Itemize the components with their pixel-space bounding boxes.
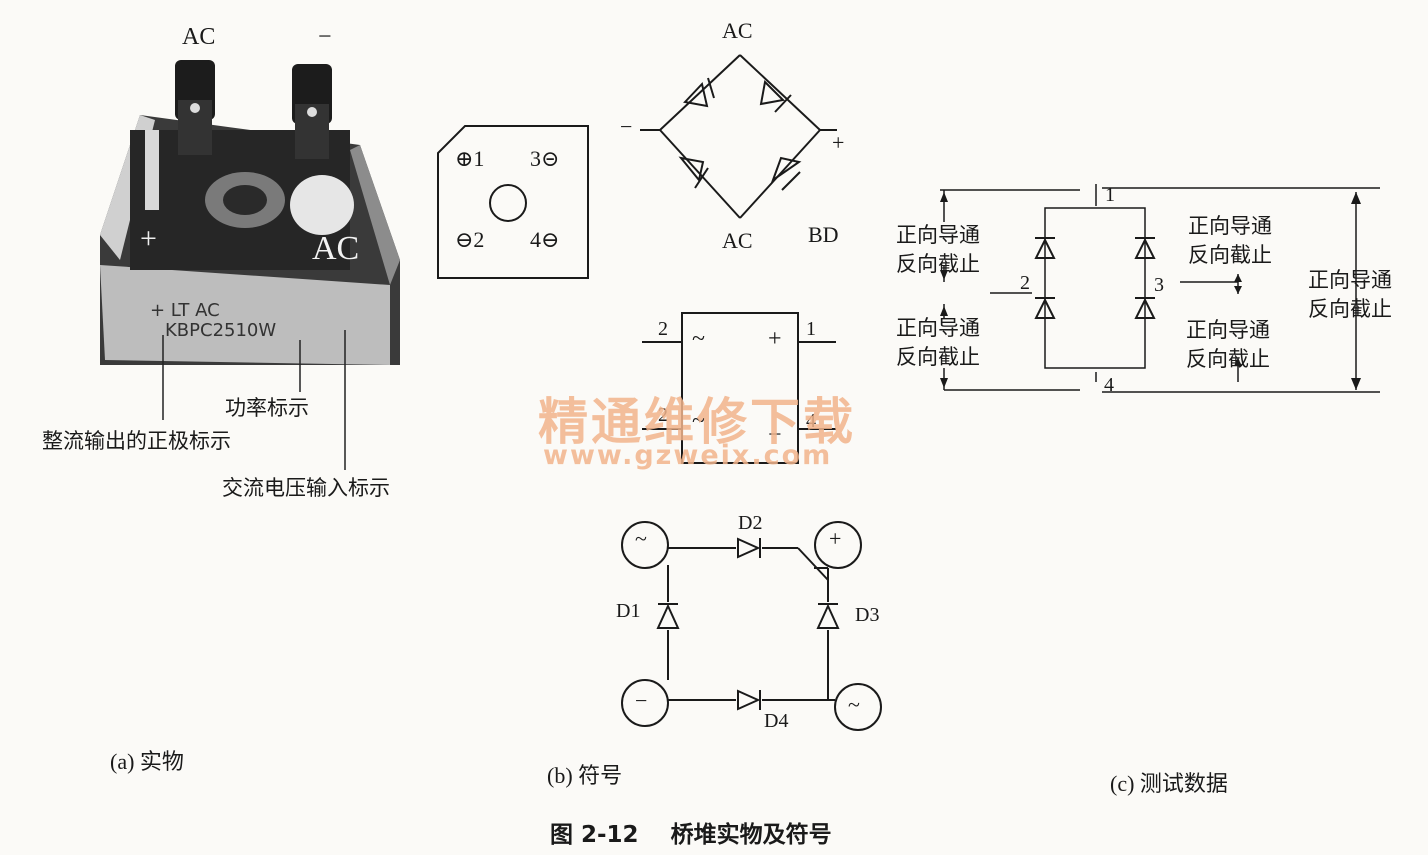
box-pin2-top: 2 <box>658 318 668 340</box>
test-left-top-forward: 正向导通 <box>896 223 980 247</box>
box-pin2-bottom: 2 <box>658 404 668 426</box>
circuit-d4: D4 <box>764 710 789 732</box>
bridge-minus: − <box>620 114 633 139</box>
caption-c: (c) 测试数据 <box>1110 771 1228 796</box>
test-pin4: 4 <box>1104 374 1114 396</box>
photo-plus-side-label: + <box>140 222 157 255</box>
test-pin3: 3 <box>1154 274 1164 296</box>
bridge-diamond-symbol <box>640 54 837 219</box>
watermark-url: www.gzweix.com <box>543 440 833 471</box>
box-pin4: 4 <box>806 410 816 432</box>
circuit-br-symbol: ~ <box>848 692 860 717</box>
circuit-d2: D2 <box>738 512 763 534</box>
test-pin2: 2 <box>1020 272 1030 294</box>
callout-positive-label: 整流输出的正极标示 <box>42 429 231 453</box>
box-pin1: 1 <box>806 318 816 340</box>
watermark-title: 精通维修下载 <box>538 393 856 451</box>
box-plus: + <box>768 326 782 352</box>
test-left-bottom-forward: 正向导通 <box>896 316 980 340</box>
circuit-tr-symbol: + <box>829 526 842 551</box>
bridge-name: BD <box>808 222 839 247</box>
bridge-plus: + <box>832 130 845 155</box>
test-left-bottom-reverse: 反向截止 <box>896 345 980 369</box>
caption-b: (b) 符号 <box>547 763 623 788</box>
circuit-d3: D3 <box>855 604 880 626</box>
test-outer-reverse: 反向截止 <box>1308 297 1392 321</box>
circuit-bl-symbol: − <box>635 688 648 713</box>
photo-body-marking-2: KBPC2510W <box>165 320 277 341</box>
test-pin1: 1 <box>1105 184 1115 206</box>
test-right-bottom-forward: 正向导通 <box>1186 318 1270 342</box>
caption-a: (a) 实物 <box>110 749 184 774</box>
figure-title: 图 2-12 桥堆实物及符号 <box>550 822 832 848</box>
bridge-ac-bottom: AC <box>722 228 753 253</box>
test-outer-forward: 正向导通 <box>1308 268 1392 292</box>
bridge-circuit-symbol <box>621 521 882 731</box>
box-minus: − <box>768 422 782 448</box>
callout-power-label: 功率标示 <box>225 396 309 420</box>
package-pin3: 3⊝ <box>530 146 560 171</box>
photo-ac-side-label: AC <box>312 230 360 267</box>
package-pin2: ⊖2 <box>455 227 485 252</box>
photo-ac-top-label: AC <box>182 24 216 50</box>
photo-body-marking-1: + LT AC <box>150 300 220 321</box>
box-tilde-top: ~ <box>692 326 705 352</box>
circuit-tl-symbol: ~ <box>635 526 647 551</box>
bridge-ac-top: AC <box>722 18 753 43</box>
package-pin1: ⊕1 <box>455 146 485 171</box>
test-right-bottom-reverse: 反向截止 <box>1186 347 1270 371</box>
callout-ac-input-label: 交流电压输入标示 <box>222 476 390 500</box>
box-tilde-bottom: ~ <box>692 408 705 434</box>
test-left-top-reverse: 反向截止 <box>896 252 980 276</box>
package-pin4: 4⊖ <box>530 227 560 252</box>
photo-callout-lines <box>162 330 346 470</box>
package-outline <box>437 125 589 279</box>
test-data-diagram <box>940 184 1380 393</box>
bridge-box-symbol <box>642 312 836 464</box>
circuit-d1: D1 <box>616 600 641 622</box>
bridge-rectifier-photo <box>100 60 400 365</box>
photo-minus-top-label: − <box>318 24 332 50</box>
test-right-top-forward: 正向导通 <box>1188 214 1272 238</box>
test-right-top-reverse: 反向截止 <box>1188 243 1272 267</box>
